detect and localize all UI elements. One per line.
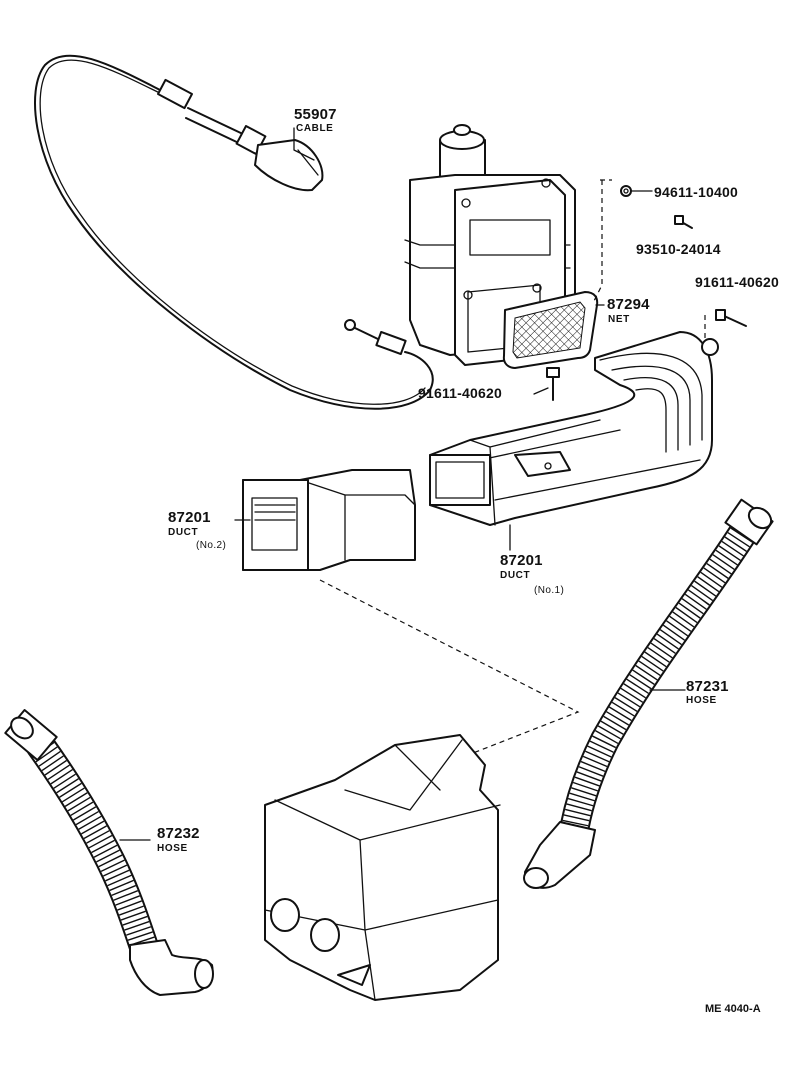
hose-87232-drawing (4, 709, 214, 996)
part-number-hose-87231: 87231 (686, 678, 729, 695)
part-name-net: NET (608, 314, 630, 325)
part-name-duct-no1: DUCT (500, 570, 531, 581)
leader-lines (119, 127, 686, 841)
net-87294-drawing (502, 291, 599, 369)
part-number-93510-24014: 93510-24014 (636, 241, 721, 257)
part-name-duct-no2: DUCT (168, 527, 199, 538)
assembly-dash-line (319, 579, 580, 756)
part-number-duct-no2: 87201 (168, 509, 211, 526)
hose-87231-drawing (523, 498, 774, 889)
part-number-cable: 55907 (294, 106, 337, 123)
part-number-94611-10400: 94611-10400 (654, 184, 738, 200)
duct-no2-drawing (242, 469, 416, 571)
part-name-hose-87231: HOSE (686, 695, 717, 706)
part-number-91611-40620-top: 91611-40620 (695, 274, 779, 290)
part-number-hose-87232: 87232 (157, 825, 200, 842)
duct-no1-drawing (429, 331, 719, 526)
part-name-cable: CABLE (296, 123, 334, 134)
part-sub-duct-no2: (No.2) (196, 540, 227, 551)
part-number-duct-no1: 87201 (500, 552, 543, 569)
diagram-code: ME 4040-A (705, 1003, 761, 1015)
part-number-91611-40620-bottom: 91611-40620 (418, 385, 502, 401)
part-name-hose-87232: HOSE (157, 843, 188, 854)
hardware-drawing (546, 179, 747, 401)
cable-55907-drawing (34, 54, 434, 410)
part-sub-duct-no1: (No.1) (534, 585, 565, 596)
heater-unit-drawing (264, 734, 501, 1001)
part-number-net: 87294 (607, 296, 650, 313)
